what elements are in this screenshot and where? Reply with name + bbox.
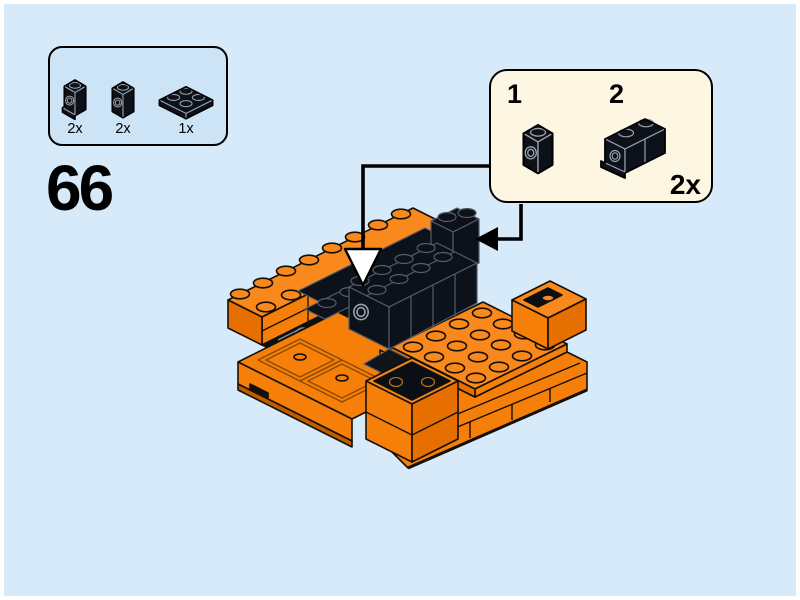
- callout-1x2-bracket-assembly-icon: [600, 118, 666, 179]
- callout-pointer-arrow: [475, 204, 523, 251]
- model-front-open-box: [365, 357, 459, 463]
- model-black-assembly: [304, 207, 480, 391]
- black-1x1-headlight-brick-icon: [61, 78, 87, 120]
- callout-step-1-label: 1: [507, 79, 523, 109]
- callout-step-2-label: 2: [609, 79, 625, 109]
- part-count: 2x: [115, 120, 131, 137]
- parts-panel: 2x 2x: [48, 46, 228, 146]
- callout-box: 1 2: [489, 69, 713, 203]
- model-side-stud-ring: [352, 303, 369, 321]
- black-1x1-side-stud-brick-icon: [111, 80, 135, 119]
- part-count: 1x: [178, 120, 194, 137]
- part-item: 2x: [58, 73, 92, 139]
- part-item: 2x: [106, 77, 140, 139]
- callout-count: 2x: [669, 169, 701, 200]
- white-placement-arrow: [343, 164, 489, 287]
- black-2x2-plate-icon: [158, 85, 214, 120]
- step-number: 66: [46, 152, 114, 224]
- callout-1x1-side-stud-brick-icon: [522, 124, 554, 175]
- part-count: 2x: [67, 120, 83, 137]
- part-item: 1x: [154, 81, 218, 139]
- model-back-right-wall: [511, 280, 587, 350]
- instruction-page: 2x 2x: [4, 4, 796, 596]
- instruction-diagram: [227, 164, 588, 470]
